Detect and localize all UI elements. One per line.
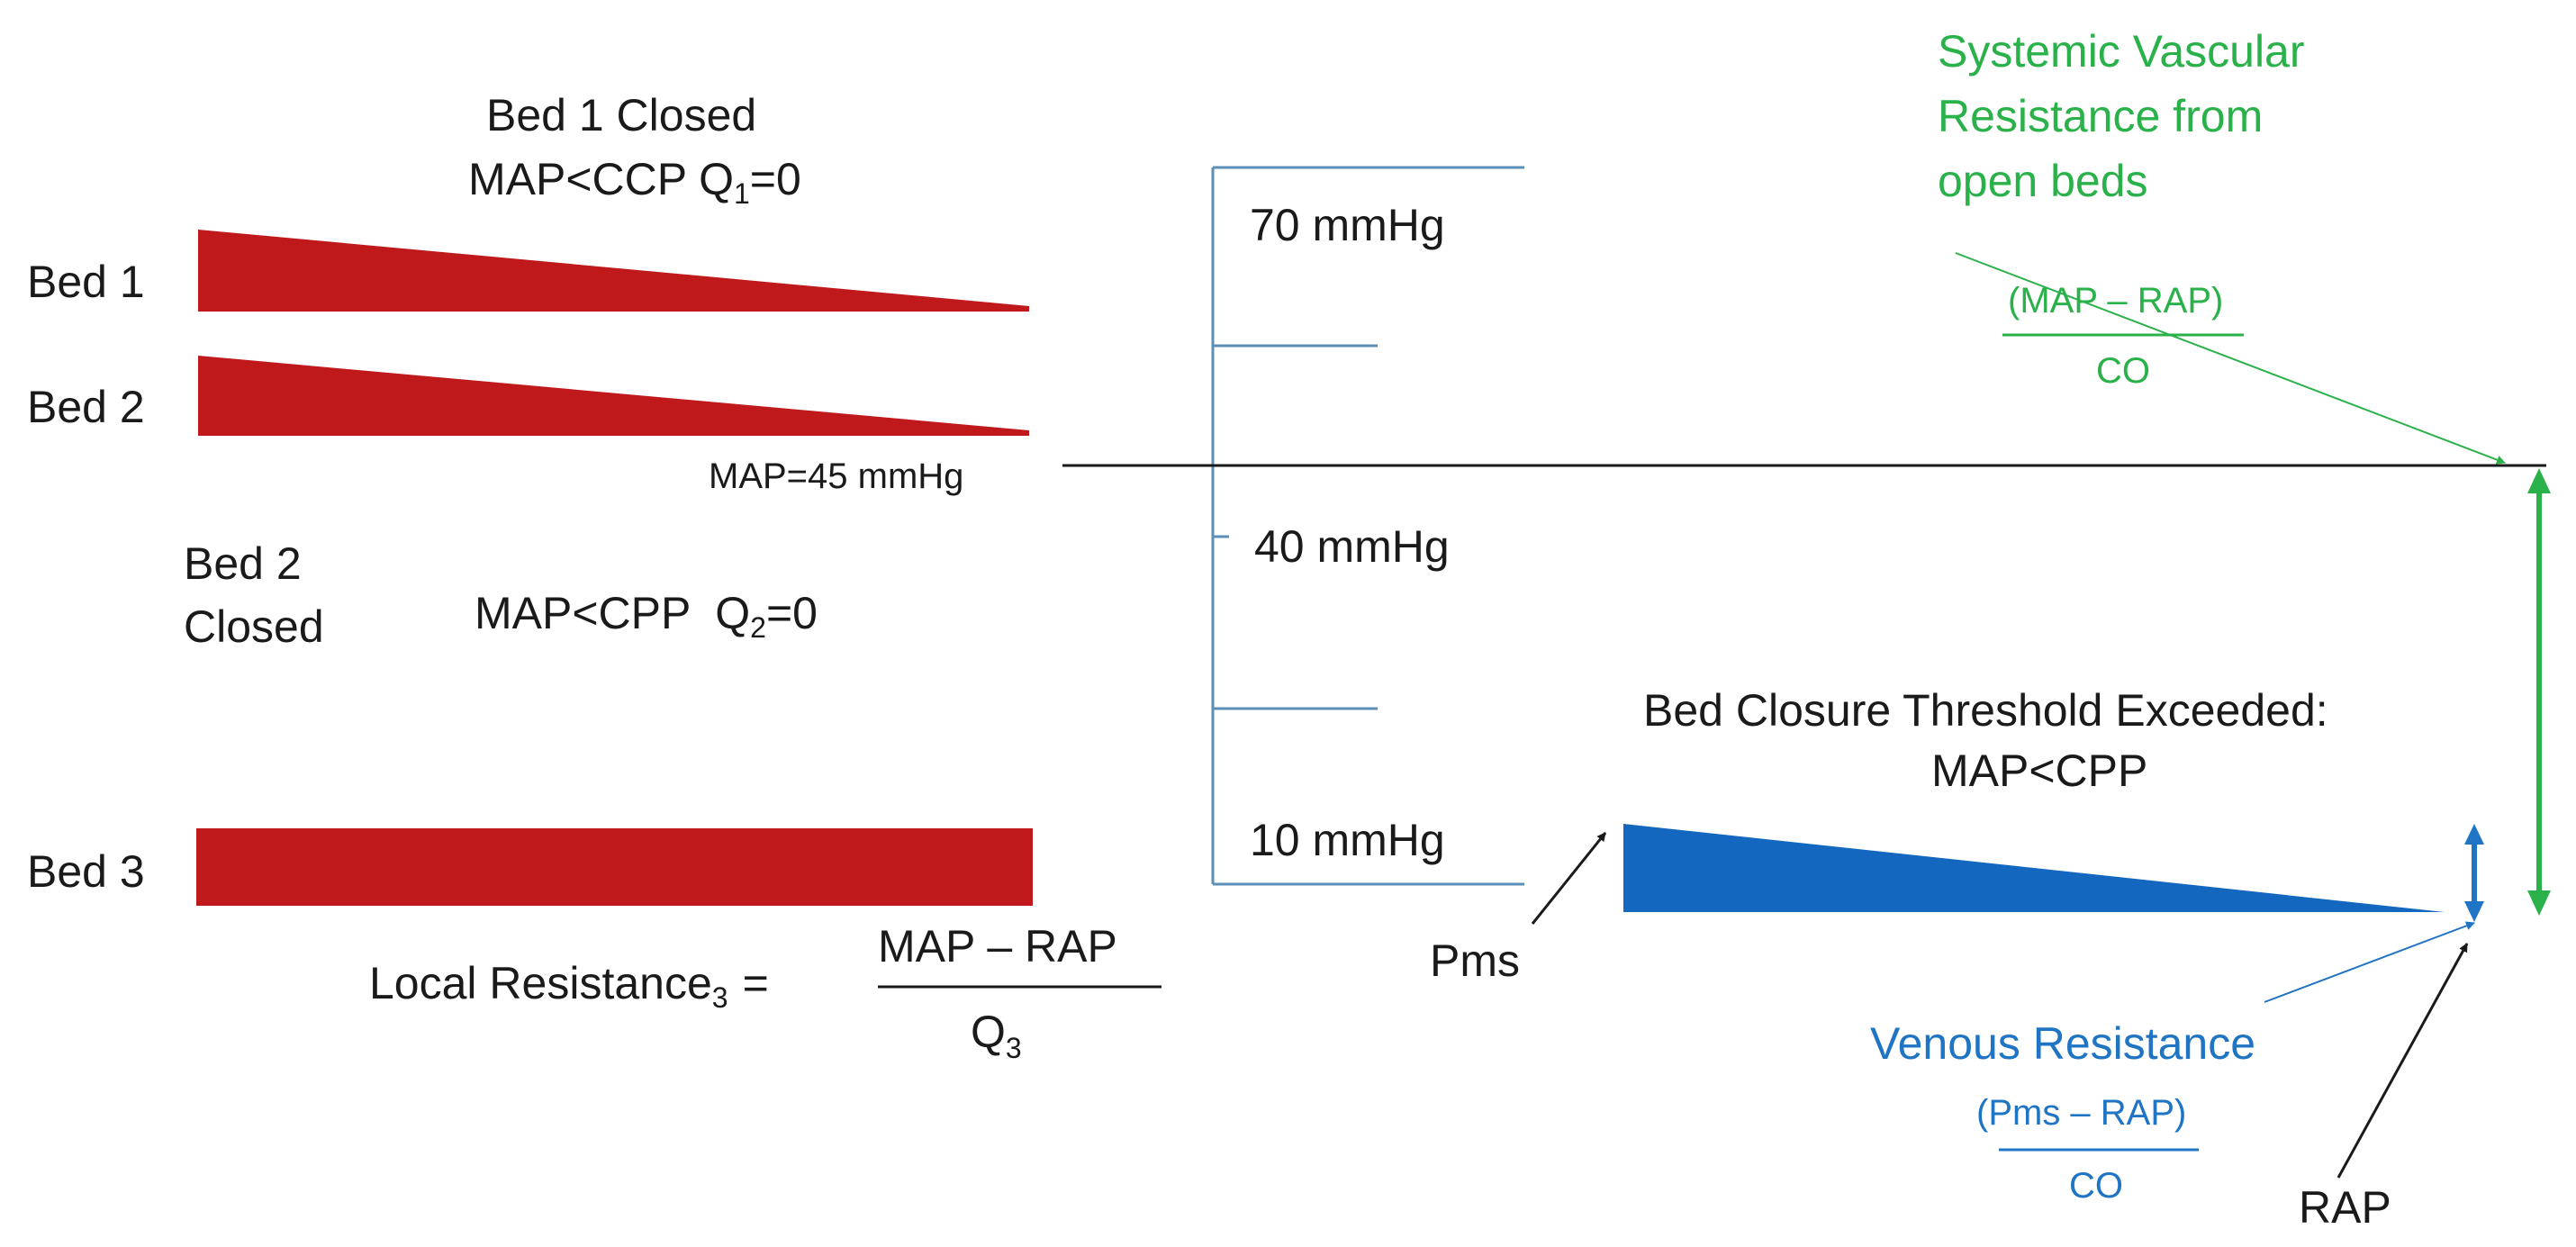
svr-pointer-arrow: [1955, 252, 2506, 465]
bed2-closed-condition: MAP<CPP Q2=0: [475, 588, 818, 644]
svr-double-arrow: [2527, 468, 2551, 916]
map-line-label: MAP=45 mmHg: [709, 456, 963, 496]
venous-denominator: CO: [2069, 1166, 2123, 1206]
venous-wedge: [1623, 824, 2445, 912]
venous-pointer-arrow: [2264, 921, 2475, 1003]
bed2-closed-title: Bed 2: [184, 538, 302, 589]
venous-double-arrow: [2464, 824, 2484, 922]
bed1-wedge: [198, 230, 1029, 312]
rap-pointer-arrow: [2336, 943, 2469, 1179]
threshold-line1: Bed Closure Threshold Exceeded:: [1643, 685, 2328, 736]
local-resistance-denominator: Q3: [971, 1007, 1022, 1064]
pressure-label-40: 40 mmHg: [1254, 521, 1450, 572]
svr-title-line1: Systemic Vascular: [1938, 26, 2305, 77]
local-resistance-label: Local Resistance3=: [369, 958, 769, 1014]
rap-label: RAP: [2299, 1182, 2391, 1233]
svr-denominator: CO: [2096, 351, 2150, 391]
svr-title-line3: open beds: [1938, 156, 2148, 206]
bed2-wedge: [198, 356, 1029, 436]
venous-resistance-title: Venous Resistance: [1870, 1018, 2255, 1069]
pressure-label-70: 70 mmHg: [1250, 200, 1445, 250]
pms-label: Pms: [1430, 935, 1520, 986]
pressure-label-10: 10 mmHg: [1250, 815, 1445, 865]
local-resistance-numerator: MAP – RAP: [878, 921, 1117, 971]
bed1-closed-condition: MAP<CCP Q1=0: [468, 154, 801, 210]
bed2-label: Bed 2: [27, 382, 145, 432]
bed3-bar: [196, 828, 1033, 906]
bed2-closed-word: Closed: [184, 601, 324, 652]
bed1-closed-title: Bed 1 Closed: [486, 90, 756, 140]
pms-pointer-arrow: [1531, 832, 1607, 925]
pressure-scale: [1211, 166, 1524, 886]
bed1-label: Bed 1: [27, 257, 145, 307]
svr-title-line2: Resistance from: [1938, 91, 2263, 141]
threshold-line2: MAP<CPP: [1931, 745, 2147, 796]
venous-numerator: (Pms – RAP): [1976, 1093, 2186, 1133]
svr-numerator: (MAP – RAP): [2008, 281, 2223, 321]
bed3-label: Bed 3: [27, 846, 145, 897]
